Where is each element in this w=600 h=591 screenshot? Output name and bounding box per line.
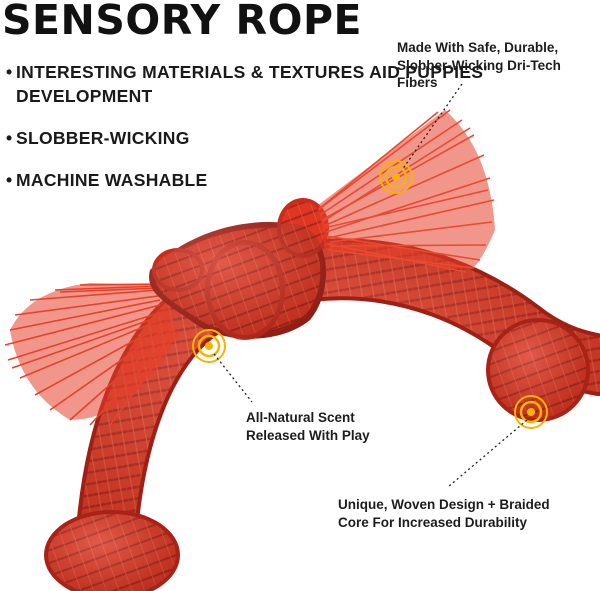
page-title: SENSORY ROPE xyxy=(2,0,363,44)
bullet-slobber-wicking-text: SLOBBER-WICKING xyxy=(16,128,190,148)
leader-line-scent xyxy=(213,353,253,403)
bullet-machine-washable-text: MACHINE WASHABLE xyxy=(16,170,208,190)
rope-knot-right xyxy=(486,318,590,422)
callout-fibers: Made With Safe, Durable, Slobber-Wicking… xyxy=(397,40,561,90)
hotspot-weave xyxy=(514,395,548,429)
bullet-machine-washable: MACHINE WASHABLE xyxy=(6,168,600,192)
feature-bullet-list: INTERESTING MATERIALS & TEXTURES AID PUP… xyxy=(6,60,600,210)
callout-weave: Unique, Woven Design + Braided Core For … xyxy=(338,497,550,530)
rope-knot-center xyxy=(149,198,329,340)
bullet-materials: INTERESTING MATERIALS & TEXTURES AID PUP… xyxy=(6,60,600,108)
tassel-left-fill xyxy=(10,283,178,420)
bullet-materials-text: INTERESTING MATERIALS & TEXTURES AID PUP… xyxy=(16,62,488,106)
rope-knot-bottom xyxy=(44,510,180,591)
callout-scent: All-Natural Scent Released With Play xyxy=(246,410,370,443)
bullet-slobber-wicking: SLOBBER-WICKING xyxy=(6,126,600,150)
leader-line-weave xyxy=(447,419,528,488)
hotspot-scent xyxy=(192,329,226,363)
